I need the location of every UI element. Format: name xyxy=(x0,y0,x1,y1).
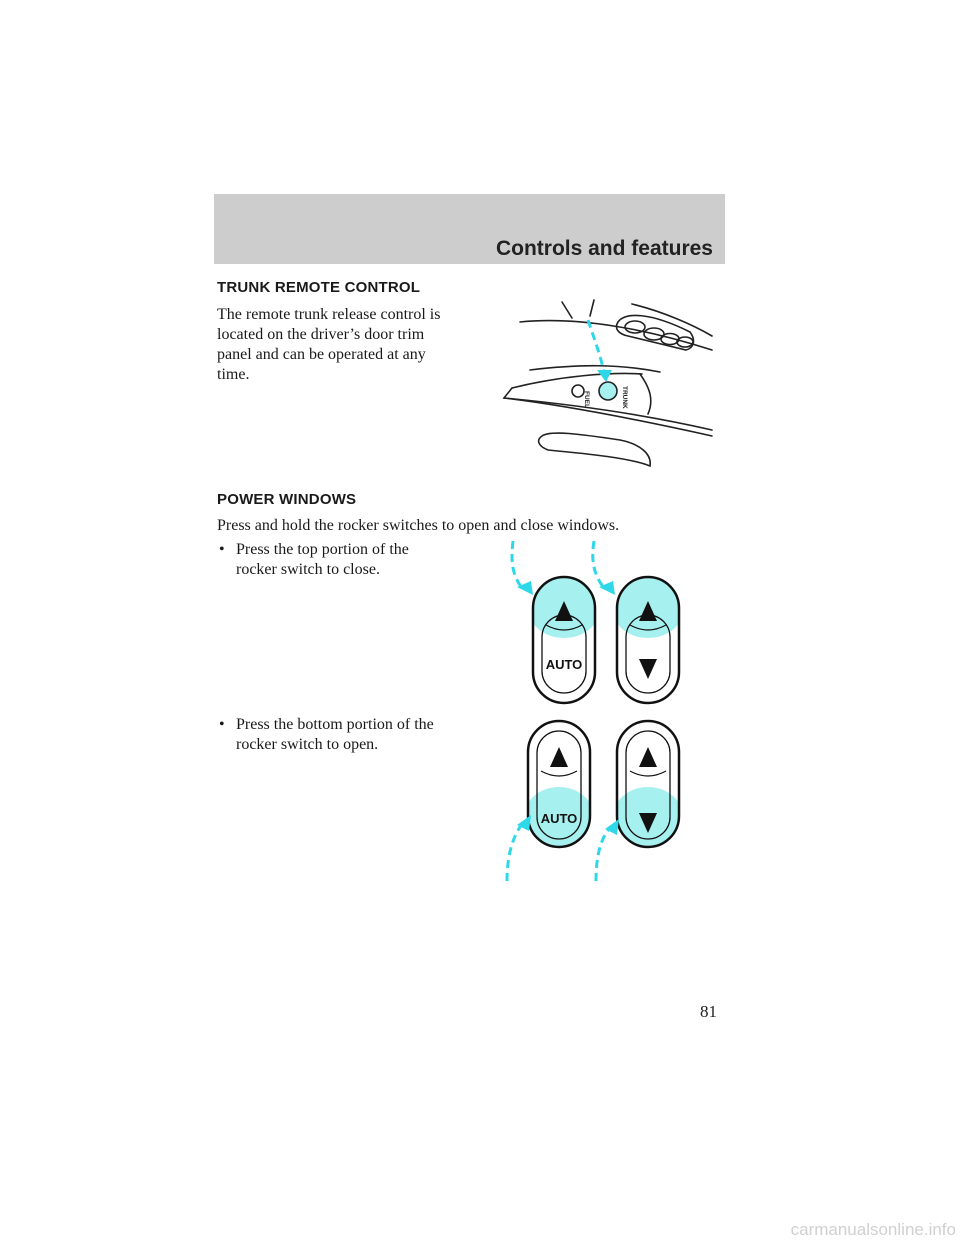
section-title: Controls and features xyxy=(495,237,713,260)
trim-line xyxy=(503,397,713,431)
trunk-paragraph-line: panel and can be operated at any xyxy=(217,346,426,363)
pointer-arrowhead xyxy=(605,819,619,835)
trim-line xyxy=(561,301,573,319)
trunk-paragraph-line: time. xyxy=(217,366,250,383)
pointer-arrow-line xyxy=(586,319,606,373)
switch-divider xyxy=(540,770,578,777)
door-handle xyxy=(537,432,651,468)
bullet-text: Press the top portion of the rocker swit… xyxy=(236,540,476,580)
rocker-switch-standard xyxy=(615,719,681,849)
switch-outline xyxy=(531,575,597,705)
switch-divider xyxy=(545,624,583,631)
switch-outline xyxy=(615,575,681,705)
bullet-dot: • xyxy=(219,716,225,733)
trunk-paragraph-line: The remote trunk release control is xyxy=(217,306,441,323)
down-arrow-icon xyxy=(639,659,657,679)
fuel-label: FUEL xyxy=(583,391,590,408)
trim-line xyxy=(589,299,595,317)
switch-divider xyxy=(629,624,667,631)
window-switch xyxy=(676,336,694,348)
switch-divider xyxy=(629,770,667,777)
bullet-text: Press the bottom portion of the rocker s… xyxy=(236,715,476,755)
rocker-switch-auto: AUTO xyxy=(531,575,597,705)
trunk-release-button xyxy=(598,381,618,401)
auto-label: AUTO xyxy=(546,657,583,672)
trunk-paragraph: The remote trunk release control is loca… xyxy=(217,305,440,385)
rocker-switch-standard xyxy=(615,575,681,705)
bullet-line: rocker switch to open. xyxy=(236,736,379,753)
bullet-dot: • xyxy=(219,541,225,558)
pointer-arrowhead xyxy=(599,581,615,595)
up-arrow-icon xyxy=(555,601,573,621)
rocker-close-illustration: AUTO xyxy=(510,540,681,705)
trim-line xyxy=(639,373,652,415)
switch-outline xyxy=(615,719,681,849)
up-arrow-icon xyxy=(550,747,568,767)
section-header-bar: Controls and features xyxy=(214,194,725,264)
trunk-heading: TRUNK REMOTE CONTROL xyxy=(217,279,421,296)
trim-line xyxy=(511,372,643,389)
pointer-arrowhead xyxy=(517,581,533,595)
window-switch xyxy=(624,320,646,334)
switch-inner-outline xyxy=(536,730,582,840)
bullet-line: Press the top portion of the xyxy=(236,541,409,558)
bullet-line: Press the bottom portion of the xyxy=(236,716,434,733)
door-trim-illustration: FUEL TRUNK xyxy=(502,299,713,468)
pointer-arrow-line xyxy=(505,822,525,882)
power-windows-intro: Press and hold the rocker switches to op… xyxy=(217,517,620,534)
pointer-arrow-line xyxy=(594,825,613,882)
bullet-line: rocker switch to close. xyxy=(236,561,380,578)
pointer-arrow-line xyxy=(591,540,607,590)
rocker-open-illustration: AUTO xyxy=(505,719,681,882)
power-windows-heading: POWER WINDOWS xyxy=(217,491,357,508)
page-number: 81 xyxy=(700,1002,717,1021)
switch-inner-outline xyxy=(625,730,671,840)
trunk-paragraph-line: located on the driver’s door trim xyxy=(217,326,425,343)
trim-line xyxy=(631,303,713,337)
up-arrow-icon xyxy=(639,747,657,767)
rocker-switch-auto: AUTO xyxy=(526,719,592,849)
pointer-arrowhead xyxy=(517,815,531,831)
trim-line xyxy=(529,364,661,373)
pointer-arrowhead xyxy=(597,370,612,382)
up-arrow-icon xyxy=(639,601,657,621)
watermark: carmanualsonline.info xyxy=(790,1220,956,1239)
highlight-bottom xyxy=(528,787,590,847)
auto-label: AUTO xyxy=(541,811,578,826)
trim-line xyxy=(519,319,713,351)
switch-outline xyxy=(526,719,592,849)
pointer-arrow-line xyxy=(510,540,525,590)
down-arrow-icon xyxy=(639,813,657,833)
fuel-release-button xyxy=(571,384,585,398)
trunk-label: TRUNK xyxy=(621,386,628,409)
